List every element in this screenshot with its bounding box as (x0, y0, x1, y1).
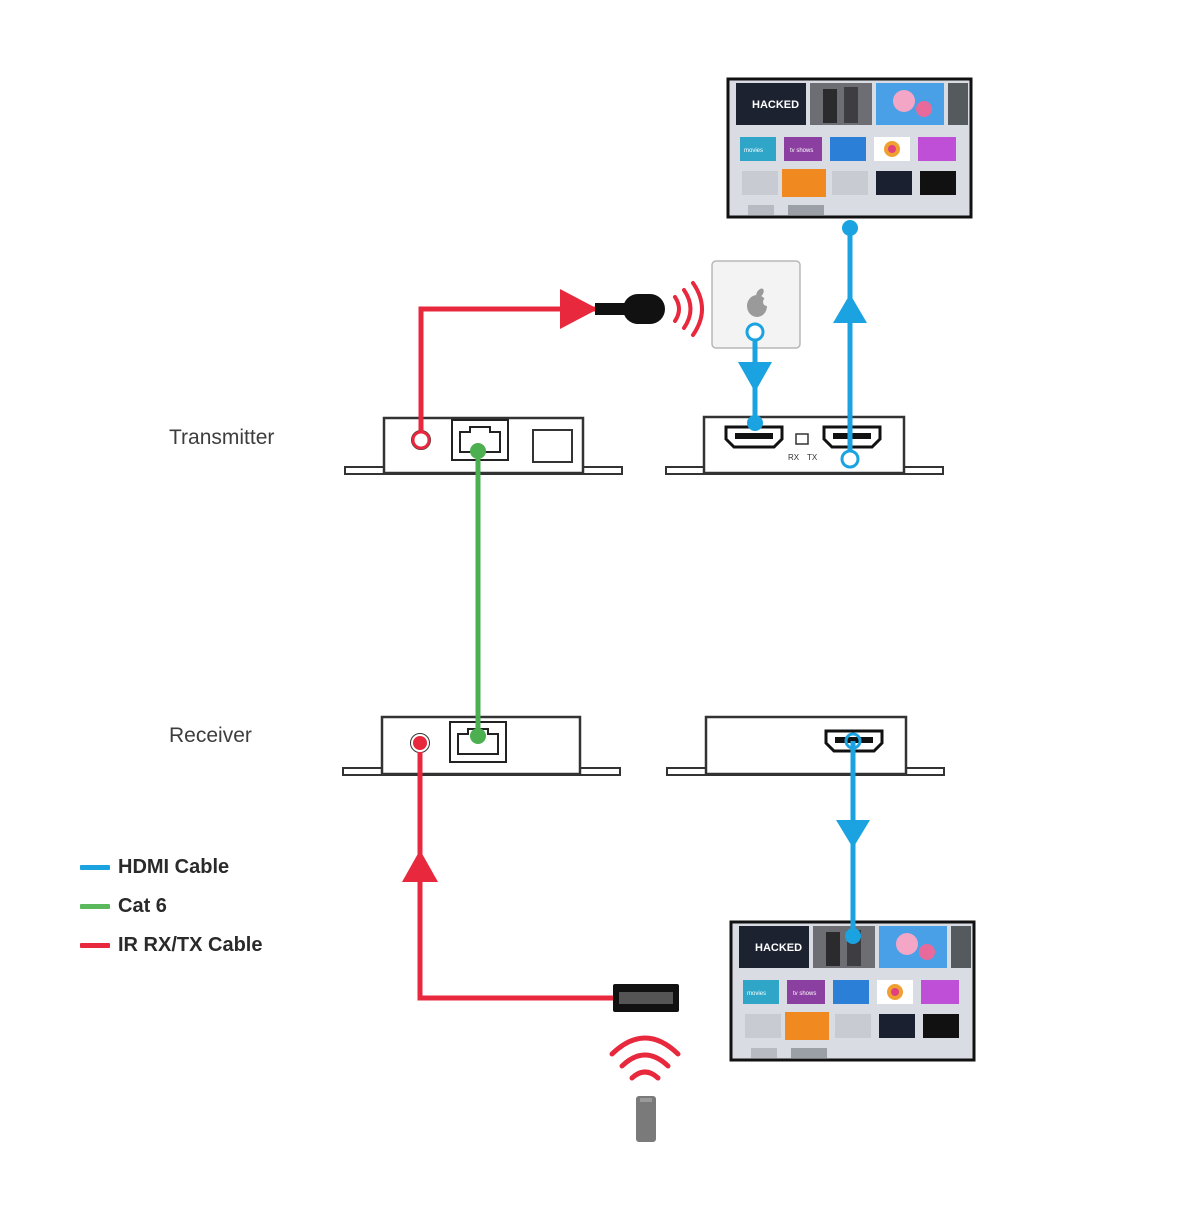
ir-tx-arrow (560, 289, 598, 329)
ir-rx-cable (402, 734, 679, 1012)
legend-label-ir: IR RX/TX Cable (118, 934, 263, 956)
legend-item-cat6: Cat 6 (80, 887, 262, 926)
legend-swatch-hdmi (80, 865, 110, 870)
remote-control-icon (609, 1035, 681, 1142)
hdmi-up-arrow (833, 294, 867, 323)
legend-swatch-ir (80, 943, 110, 948)
receiver-unit-right (666, 715, 945, 776)
tv-screen-bottom: HACKED movies tv shows (729, 920, 976, 1062)
legend-swatch-cat6 (80, 904, 110, 909)
receiver-label: Receiver (169, 724, 252, 747)
hdmi-cable-display (836, 732, 870, 944)
legend-label-cat6: Cat 6 (118, 895, 167, 917)
legend-item-hdmi: HDMI Cable (80, 848, 262, 887)
legend-label-hdmi: HDMI Cable (118, 856, 230, 878)
apple-logo-icon (747, 288, 771, 317)
hdmi-cable-loopout (833, 220, 867, 469)
transmitter-label: Transmitter (169, 426, 275, 449)
hdmi-down-arrow-receiver (836, 820, 870, 848)
transmitter-unit-right: RX TX (665, 415, 944, 475)
hdmi-down-arrow (738, 362, 772, 392)
tv-tile-tvshows-bottom: tv shows (793, 991, 816, 997)
ir-tx-cable (411, 281, 704, 450)
tv-tile-tvshows: tv shows (790, 148, 813, 154)
ir-rx-arrow (402, 850, 438, 882)
tv-tile-movies: movies (744, 148, 763, 154)
tv-tile-movies-bottom: movies (747, 991, 766, 997)
tx-label: TX (807, 453, 818, 462)
legend: HDMI Cable Cat 6 IR RX/TX Cable (80, 848, 262, 965)
cat6-cable (470, 443, 486, 744)
rx-label: RX (788, 453, 800, 462)
receiver-unit-left (342, 715, 621, 776)
hdmi-cable-source (738, 322, 772, 431)
tv-banner-text: HACKED (752, 99, 799, 111)
ir-receiver-icon (613, 984, 679, 1012)
tv-banner-text-bottom: HACKED (755, 942, 802, 954)
ir-emitter-icon (595, 294, 665, 324)
legend-item-ir: IR RX/TX Cable (80, 926, 262, 965)
tv-screen-top: HACKED movies tv shows (726, 77, 973, 219)
ir-signal-waves-icon (673, 281, 704, 337)
